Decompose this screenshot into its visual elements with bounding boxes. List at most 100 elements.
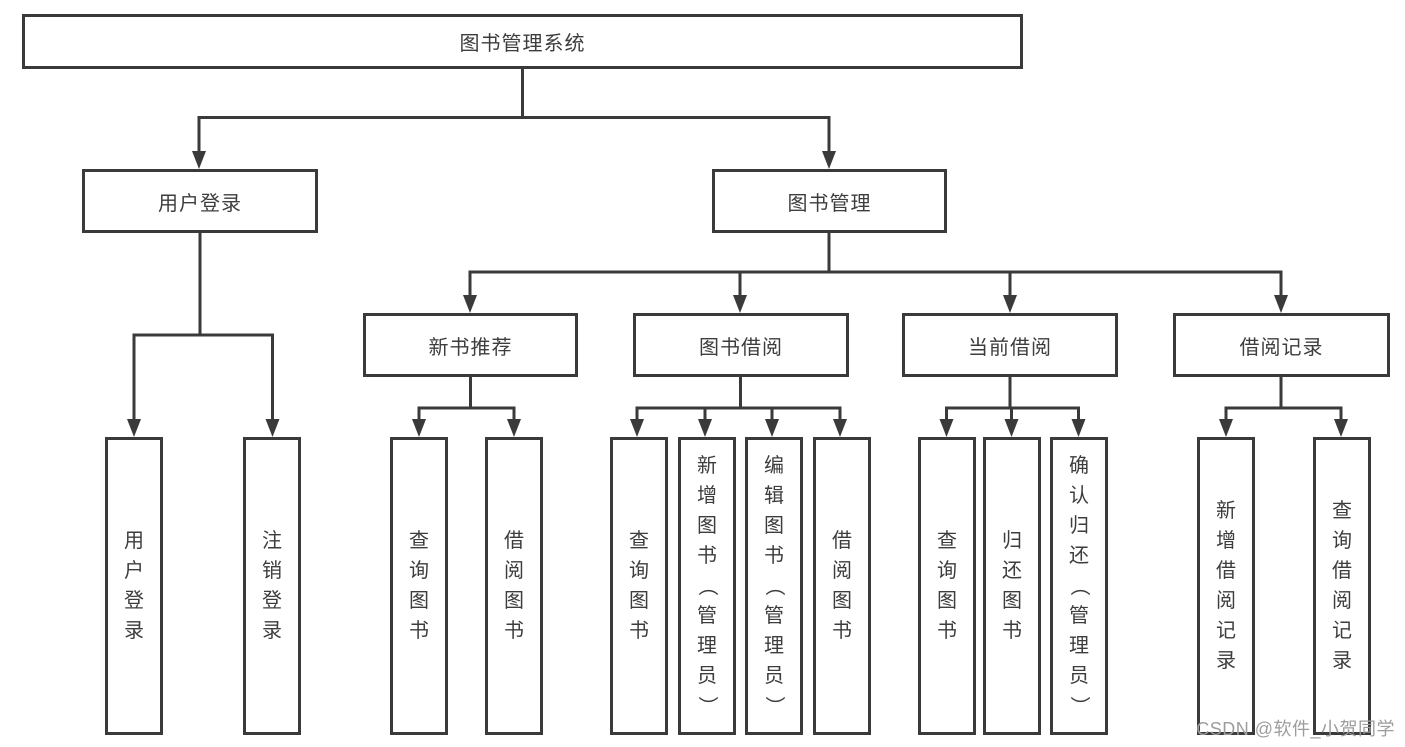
watermark: CSDN @软件_小贺同学: [1196, 719, 1395, 739]
vertical-char: 销: [262, 560, 282, 582]
vertical-char: （: [763, 576, 785, 596]
arrowhead-current: [1003, 295, 1017, 313]
arrowhead-user-login: [192, 151, 206, 169]
vertical-char: 书: [937, 620, 957, 642]
node-borrowing: 图书借阅: [633, 313, 849, 377]
vertical-char: 阅: [1332, 590, 1352, 612]
vertical-char: 书: [832, 620, 852, 642]
vertical-char: 员: [697, 665, 717, 687]
vertical-char: 图: [629, 590, 649, 612]
vertical-char: 录: [124, 620, 144, 642]
vertical-char: ）: [1068, 696, 1090, 716]
vertical-char: 新: [1216, 500, 1236, 522]
leaf-current-confirm-admin: 确认归还（管理员）: [1050, 437, 1108, 735]
arrowhead-book-mgmt: [822, 151, 836, 169]
node-records: 借阅记录: [1173, 313, 1390, 377]
vertical-char: 增: [1216, 530, 1236, 552]
vertical-char: 询: [629, 560, 649, 582]
vertical-char: 借: [1216, 560, 1236, 582]
leaf-records-query: 查询借阅记录: [1313, 437, 1371, 735]
arrowhead-records: [1274, 295, 1288, 313]
vertical-char: 借: [504, 530, 524, 552]
arrowhead-nb-query: [412, 419, 426, 437]
node-user-login: 用户登录: [82, 169, 318, 233]
connector-records-subtree: [1224, 377, 1343, 421]
arrowhead-bb-edit: [765, 419, 779, 437]
vertical-char: 图: [937, 590, 957, 612]
vertical-char: 员: [1069, 665, 1089, 687]
vertical-char: 录: [1216, 650, 1236, 672]
vertical-char: 理: [764, 635, 784, 657]
vertical-char: 图: [832, 590, 852, 612]
vertical-char: 阅: [1216, 590, 1236, 612]
vertical-char: （: [696, 576, 718, 596]
vertical-char: 管: [697, 605, 717, 627]
vertical-char: 认: [1069, 485, 1089, 507]
vertical-char: 编: [764, 455, 784, 477]
arrowhead-nb-borrow: [507, 419, 521, 437]
vertical-char: 图: [1002, 590, 1022, 612]
vertical-char: 借: [1332, 560, 1352, 582]
connector-new-books-subtree: [417, 377, 516, 421]
vertical-char: 理: [697, 635, 717, 657]
leaf-borrowing-edit-admin: 编辑图书（管理员）: [745, 437, 803, 735]
leaf-current-return: 归还图书: [983, 437, 1041, 735]
arrowhead-leaf-logout: [265, 419, 280, 437]
vertical-char: 员: [764, 665, 784, 687]
vertical-char: 书: [409, 620, 429, 642]
leaf-current-query: 查询图书: [918, 437, 976, 735]
vertical-char: 书: [1002, 620, 1022, 642]
vertical-char: 询: [1332, 530, 1352, 552]
vertical-char: 管: [1069, 605, 1089, 627]
vertical-char: 查: [409, 530, 429, 552]
leaf-user-login: 用户登录: [105, 437, 163, 735]
vertical-char: 录: [1332, 650, 1352, 672]
vertical-char: 确: [1069, 455, 1089, 477]
vertical-char: 查: [629, 530, 649, 552]
vertical-char: 新: [697, 455, 717, 477]
vertical-char: 书: [504, 620, 524, 642]
vertical-char: 借: [832, 530, 852, 552]
vertical-char: 查: [937, 530, 957, 552]
connector-user-login-subtree: [132, 233, 274, 421]
vertical-char: ）: [763, 696, 785, 716]
vertical-char: 管: [764, 605, 784, 627]
vertical-char: 查: [1332, 500, 1352, 522]
vertical-char: 登: [124, 590, 144, 612]
connector-book-mgmt-to-level3: [468, 233, 1283, 297]
vertical-char: 还: [1002, 560, 1022, 582]
leaf-logout: 注销登录: [243, 437, 301, 735]
vertical-char: 图: [504, 590, 524, 612]
leaf-borrowing-add-admin: 新增图书（管理员）: [678, 437, 736, 735]
leaf-borrowing-query: 查询图书: [610, 437, 668, 735]
connector-borrowing-subtree: [635, 377, 842, 421]
vertical-char: 书: [629, 620, 649, 642]
leaf-newbooks-borrow: 借阅图书: [485, 437, 543, 735]
vertical-char: 还: [1069, 545, 1089, 567]
vertical-char: 图: [697, 515, 717, 537]
arrowhead-cb-return: [1004, 419, 1019, 437]
vertical-char: 询: [409, 560, 429, 582]
node-book-mgmt: 图书管理: [712, 169, 947, 233]
vertical-char: 阅: [832, 560, 852, 582]
vertical-char: 用: [124, 530, 144, 552]
arrowhead-borrowing: [733, 295, 747, 313]
vertical-char: 图: [409, 590, 429, 612]
vertical-char: 记: [1332, 620, 1352, 642]
node-new-books: 新书推荐: [363, 313, 578, 377]
vertical-char: 图: [764, 515, 784, 537]
connector-root-to-level2: [197, 69, 831, 153]
arrowhead-new-books: [463, 295, 477, 313]
leaf-borrowing-borrow: 借阅图书: [813, 437, 871, 735]
connector-current-subtree: [945, 377, 1080, 421]
vertical-char: 理: [1069, 635, 1089, 657]
vertical-char: 书: [764, 545, 784, 567]
vertical-char: ）: [696, 696, 718, 716]
arrowhead-cb-query: [939, 419, 954, 437]
arrowhead-br-query: [1334, 419, 1348, 437]
vertical-char: 户: [124, 560, 144, 582]
node-root: 图书管理系统: [22, 14, 1023, 69]
node-current: 当前借阅: [902, 313, 1118, 377]
vertical-char: 归: [1002, 530, 1022, 552]
